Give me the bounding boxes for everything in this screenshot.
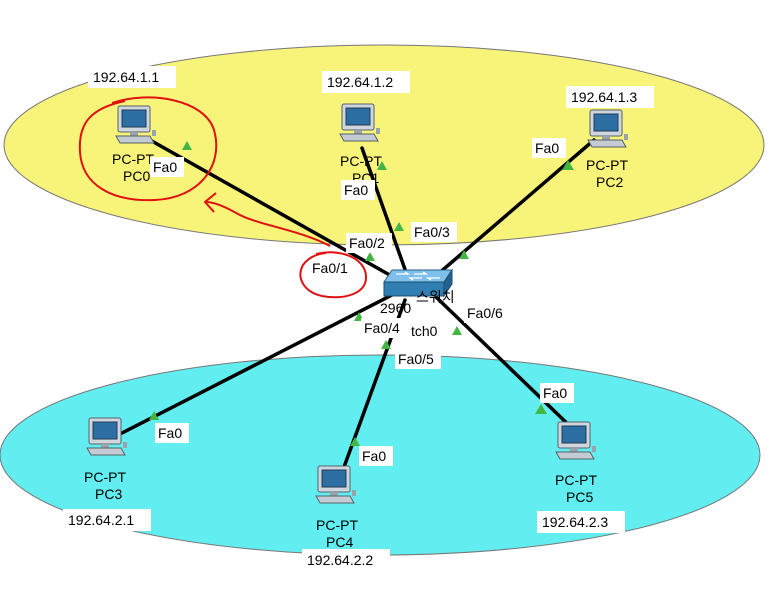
- switch-port-fa0-2: Fa0/2: [349, 235, 385, 251]
- pc4-name-label: PC4: [326, 534, 353, 550]
- pc4-port-label: Fa0: [362, 448, 386, 464]
- pc2-name-label: PC2: [596, 174, 623, 190]
- pc-pc2[interactable]: [587, 109, 628, 148]
- pc1-ip-label: 192.64.1.2: [327, 74, 393, 90]
- port-triangle-icon: [381, 340, 391, 349]
- pc2-type-label: PC-PT: [586, 157, 628, 173]
- pc4-ip-label: 192.64.2.2: [307, 552, 373, 568]
- pc5-name-label: PC5: [566, 489, 593, 505]
- desktop-pc-icon: [587, 109, 628, 148]
- switch-port-fa0-6: Fa0/6: [467, 305, 503, 321]
- pc-pc1[interactable]: [339, 103, 380, 142]
- port-triangle-icon: [394, 222, 404, 231]
- port-triangle-icon: [365, 252, 375, 261]
- pc-pc3[interactable]: [86, 417, 127, 456]
- switch-model-label: 2960: [380, 300, 411, 316]
- pc0-name-label: PC0: [123, 168, 150, 184]
- desktop-pc-icon: [339, 103, 380, 142]
- port-triangle-icon: [535, 404, 547, 414]
- pc0-port-label: Fa0: [153, 159, 177, 175]
- switch-device[interactable]: [383, 268, 453, 298]
- port-triangle-icon: [459, 250, 469, 259]
- pc3-type-label: PC-PT: [84, 469, 126, 485]
- link-pc3-switch[interactable]: [120, 293, 394, 435]
- switch-port-fa0-1: Fa0/1: [312, 260, 348, 276]
- pc5-type-label: PC-PT: [555, 472, 597, 488]
- pc3-port-label: Fa0: [158, 425, 182, 441]
- pc0-type-label: PC-PT: [112, 151, 154, 167]
- port-indicators: [149, 141, 574, 446]
- pc3-name-label: PC3: [95, 486, 122, 502]
- pc-pc0[interactable]: [115, 105, 156, 144]
- switch-name-label: tch0: [411, 323, 438, 339]
- pc1-port-label: Fa0: [344, 182, 368, 198]
- pc5-ip-label: 192.64.2.3: [542, 514, 608, 530]
- link-pc1-switch[interactable]: [360, 146, 409, 277]
- pc5-port-label: Fa0: [543, 385, 567, 401]
- pc1-type-label: PC-PT: [340, 153, 382, 169]
- link-pc0-switch[interactable]: [148, 138, 397, 280]
- pc0-ip-label: 192.64.1.1: [93, 69, 159, 85]
- pc2-port-label: Fa0: [535, 140, 559, 156]
- switch-port-fa0-4: Fa0/4: [364, 320, 400, 336]
- port-triangle-icon: [562, 160, 574, 170]
- desktop-pc-icon: [315, 465, 356, 504]
- switch-port-fa0-3: Fa0/3: [414, 224, 450, 240]
- port-triangle-icon: [149, 411, 159, 420]
- switch-icon: [383, 268, 453, 298]
- port-triangle-icon: [182, 141, 192, 150]
- desktop-pc-icon: [555, 421, 596, 460]
- port-triangle-icon: [452, 326, 462, 335]
- pc4-type-label: PC-PT: [316, 517, 358, 533]
- annotation-arrow-curve: [205, 201, 331, 247]
- pc-pc5[interactable]: [555, 421, 596, 460]
- switch-port-fa0-5: Fa0/5: [398, 351, 434, 367]
- pc3-ip-label: 192.64.2.1: [68, 512, 134, 528]
- port-triangle-icon: [350, 437, 360, 446]
- switch-korean-label: 스위치: [416, 289, 455, 305]
- annotation-circle-pc0: [78, 96, 218, 202]
- desktop-pc-icon: [86, 417, 127, 456]
- annotation-arrow-head: [203, 192, 217, 213]
- pc-pc4[interactable]: [315, 465, 356, 504]
- desktop-pc-icon: [115, 105, 156, 144]
- port-triangle-icon: [377, 161, 387, 170]
- pc2-ip-label: 192.64.1.3: [571, 89, 637, 105]
- red-annotations: [78, 96, 368, 299]
- annotation-circle-fa0-1: [299, 251, 368, 299]
- link-pc5-switch[interactable]: [434, 295, 576, 432]
